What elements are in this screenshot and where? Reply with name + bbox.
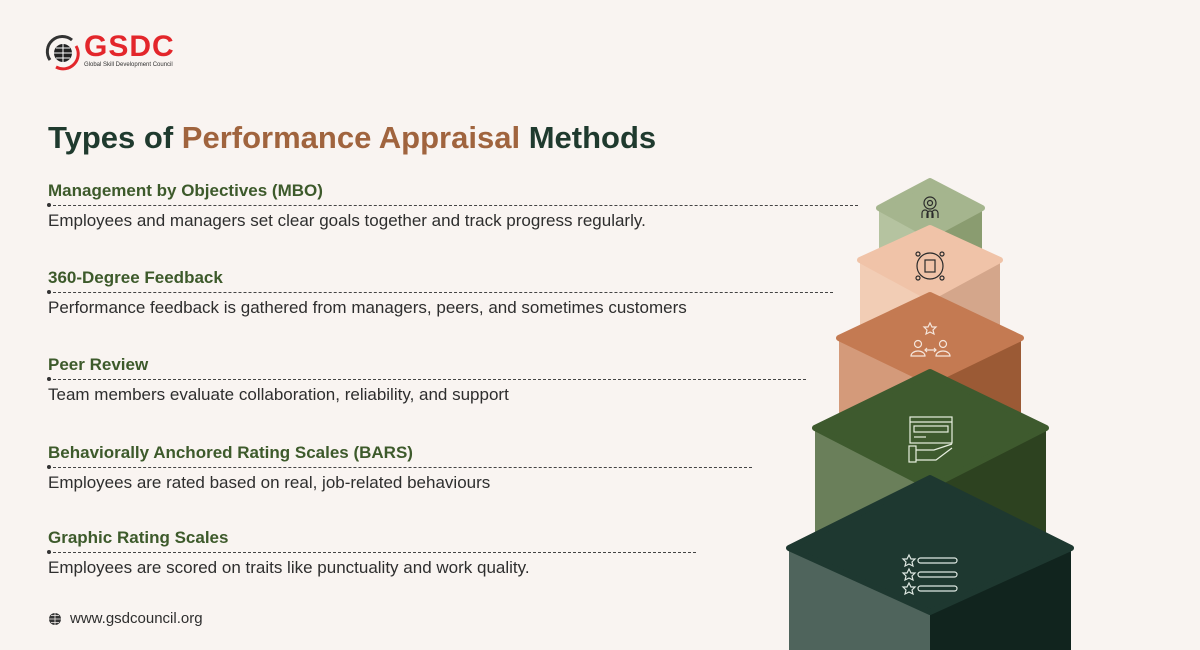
method-description: Employees are rated based on real, job-r… <box>48 473 491 492</box>
team-gear-icon <box>921 196 939 218</box>
method-description: Performance feedback is gathered from ma… <box>48 298 687 317</box>
method-graphic-rating: Graphic Rating Scales Employees are scor… <box>47 528 696 578</box>
method-heading: 360-Degree Feedback <box>48 268 223 287</box>
method-description: Employees are scored on traits like punc… <box>48 558 530 577</box>
logo-tagline: Global Skill Development Council <box>84 62 173 68</box>
footer: www.gsdcouncil.org <box>48 610 203 627</box>
gsdc-logo: GSDC Global Skill Development Council <box>44 30 184 74</box>
method-peer-review: Peer Review Team members evaluate collab… <box>47 355 806 405</box>
method-360-feedback: 360-Degree Feedback Performance feedback… <box>47 268 833 318</box>
dashed-divider <box>47 377 806 381</box>
peer-rating-icon <box>910 321 951 357</box>
dashed-divider <box>47 465 752 469</box>
method-bars: Behaviorally Anchored Rating Scales (BAR… <box>47 443 752 493</box>
title-suffix: Methods <box>528 120 657 155</box>
logo-wordmark: GSDC <box>84 30 175 63</box>
method-heading: Peer Review <box>48 355 149 374</box>
title-prefix: Types of <box>48 120 174 155</box>
method-description: Employees and managers set clear goals t… <box>48 211 646 230</box>
website-link[interactable]: www.gsdcouncil.org <box>70 610 203 627</box>
stacked-blocks-diagram <box>786 178 1074 650</box>
method-mbo: Management by Objectives (MBO) Employees… <box>47 181 858 231</box>
star-scale-icon <box>901 553 958 596</box>
page-title: Types of Performance Appraisal Methods <box>48 120 656 156</box>
method-heading: Graphic Rating Scales <box>48 528 229 547</box>
method-description: Team members evaluate collaboration, rel… <box>48 385 509 404</box>
dashed-divider <box>47 290 833 294</box>
title-accent: Performance Appraisal <box>181 120 521 155</box>
dashed-divider <box>47 550 696 554</box>
method-heading: Behaviorally Anchored Rating Scales (BAR… <box>48 443 413 462</box>
dashed-divider <box>47 203 858 207</box>
hand-rating-icon <box>908 416 953 463</box>
circular-feedback-icon <box>915 251 945 281</box>
globe-icon <box>49 612 61 625</box>
block-graphic-rating <box>786 475 1074 650</box>
globe-arrows-icon <box>45 35 80 71</box>
method-heading: Management by Objectives (MBO) <box>48 181 323 200</box>
